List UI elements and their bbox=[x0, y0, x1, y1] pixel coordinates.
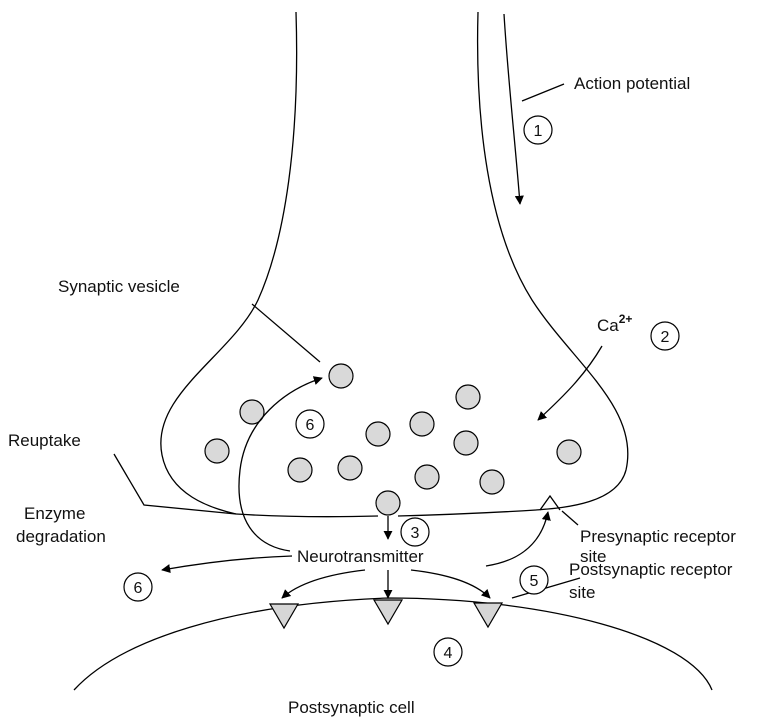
synaptic-vesicle bbox=[456, 385, 480, 409]
synaptic-vesicle bbox=[415, 465, 439, 489]
enzyme-label-line1: Enzyme bbox=[24, 504, 85, 523]
presynaptic-membrane-bottom-right bbox=[398, 510, 536, 516]
step-2-label: 2 bbox=[661, 329, 670, 346]
step-4-label: 4 bbox=[444, 645, 453, 662]
synaptic-vesicle bbox=[205, 439, 229, 463]
synaptic-vesicle bbox=[329, 364, 353, 388]
step-3: 3 bbox=[401, 518, 429, 546]
reuptake-label: Reuptake bbox=[8, 431, 81, 450]
vesicle-group bbox=[205, 364, 581, 515]
presynaptic-membrane-left bbox=[161, 12, 297, 514]
step-2: 2 bbox=[651, 322, 679, 350]
synaptic-vesicle bbox=[338, 456, 362, 480]
step-5-label: 5 bbox=[530, 573, 539, 590]
step-6-reuptake: 6 bbox=[296, 410, 324, 438]
step-6-reuptake-label: 6 bbox=[306, 417, 315, 434]
action-potential-arrow bbox=[504, 14, 520, 204]
step-4: 4 bbox=[434, 638, 462, 666]
synaptic-vesicle bbox=[480, 470, 504, 494]
synaptic-vesicle bbox=[288, 458, 312, 482]
postsynaptic-receptor bbox=[474, 603, 502, 627]
synaptic-vesicle-label: Synaptic vesicle bbox=[58, 277, 180, 296]
action-potential-leader bbox=[522, 84, 564, 101]
enzyme-degradation-arrow bbox=[162, 556, 292, 570]
step-6-enzyme: 6 bbox=[124, 573, 152, 601]
postsynaptic-receptor-label-line2: site bbox=[569, 583, 595, 602]
step-5: 5 bbox=[520, 566, 548, 594]
postsynaptic-cell-label: Postsynaptic cell bbox=[288, 698, 415, 717]
enzyme-label-line2: degradation bbox=[16, 527, 106, 546]
presynaptic-receptor-label-line1: Presynaptic receptor bbox=[580, 527, 736, 546]
synaptic-vesicle bbox=[557, 440, 581, 464]
postsynaptic-receptor bbox=[270, 604, 298, 628]
step-1: 1 bbox=[524, 116, 552, 144]
presynaptic-receptor-leader bbox=[562, 511, 578, 525]
action-potential-label: Action potential bbox=[574, 74, 690, 93]
synaptic-vesicle-leader bbox=[252, 304, 320, 362]
neurotransmitter-label: Neurotransmitter bbox=[297, 547, 424, 566]
postsynaptic-receptor bbox=[374, 600, 402, 624]
synaptic-vesicle bbox=[454, 431, 478, 455]
diffusion-arrow-right bbox=[411, 570, 490, 598]
calcium-influx-arrow bbox=[538, 346, 602, 420]
step-3-label: 3 bbox=[411, 525, 420, 542]
calcium-label: Ca2+ bbox=[597, 312, 632, 335]
presynaptic-membrane-bottom bbox=[236, 514, 378, 517]
synaptic-vesicle bbox=[410, 412, 434, 436]
releasing-vesicle bbox=[376, 491, 400, 515]
diffusion-arrow-left bbox=[282, 570, 365, 598]
synaptic-vesicle bbox=[366, 422, 390, 446]
autoreceptor-arrow bbox=[486, 512, 548, 566]
postsynaptic-receptor-label-line1: Postsynaptic receptor bbox=[569, 560, 733, 579]
step-6-enzyme-label: 6 bbox=[134, 580, 143, 597]
step-1-label: 1 bbox=[534, 123, 543, 140]
